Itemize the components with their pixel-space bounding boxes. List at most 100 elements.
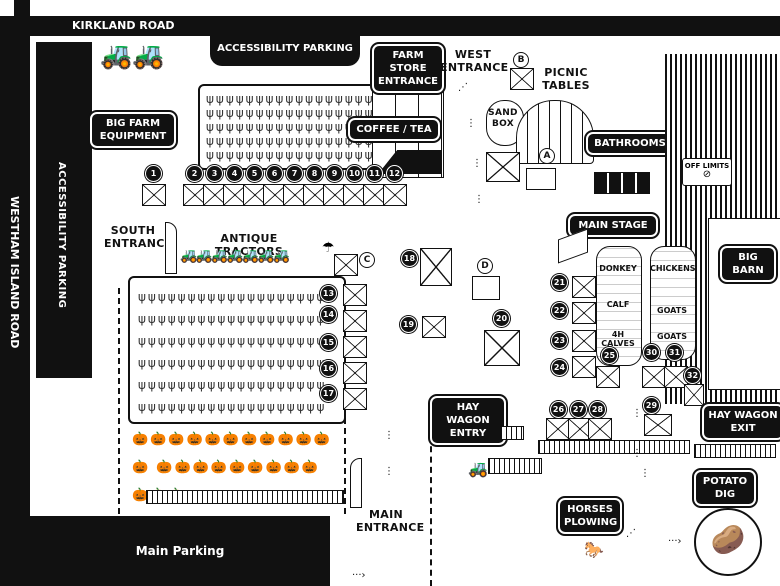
farm-store-entrance-callout: FARM STORE ENTRANCE — [372, 44, 444, 93]
station-23[interactable]: 23 — [551, 332, 568, 349]
tent-13 — [343, 284, 367, 306]
station-2[interactable]: 2 — [186, 165, 203, 182]
tent-17 — [343, 388, 367, 410]
tent-19 — [422, 316, 446, 338]
umbrella-c: ☂ — [322, 240, 335, 256]
tent-20 — [484, 330, 520, 366]
tent-15 — [343, 336, 367, 358]
tent-23 — [572, 330, 596, 352]
hay-bales-row — [538, 440, 690, 454]
off-limits-sign: OFF LIMITS ⊘ — [682, 158, 732, 186]
station-28[interactable]: 28 — [589, 401, 606, 418]
tent-28 — [588, 418, 612, 440]
station-4[interactable]: 4 — [226, 165, 243, 182]
station-9[interactable]: 9 — [326, 165, 343, 182]
station-7[interactable]: 7 — [286, 165, 303, 182]
station-24[interactable]: 24 — [551, 359, 568, 376]
accessibility-parking-left: ACCESSIBILITY PARKING — [36, 42, 92, 378]
station-3[interactable]: 3 — [206, 165, 223, 182]
arrow-exit-2: ⋮ — [632, 448, 642, 459]
arrow-horse-2: ···› — [668, 536, 682, 547]
station-19[interactable]: 19 — [400, 316, 417, 333]
station-14[interactable]: 14 — [320, 306, 337, 323]
tent-5 — [243, 184, 267, 206]
tent-b — [510, 68, 534, 90]
station-31[interactable]: 31 — [666, 344, 683, 361]
pen-goats2-label: GOATS — [657, 332, 687, 341]
tent-25 — [596, 366, 620, 388]
station-25[interactable]: 25 — [601, 347, 618, 364]
big-farm-equipment-callout: BIG FARM EQUIPMENT — [90, 112, 176, 148]
tent-12 — [383, 184, 407, 206]
station-22[interactable]: 22 — [551, 302, 568, 319]
coffee-tea-callout: COFFEE / TEA — [348, 118, 440, 141]
tractor-icon: 🚜🚜 — [100, 41, 165, 71]
station-16[interactable]: 16 — [320, 360, 337, 377]
arrow-exit-1: ⋮ — [632, 408, 642, 419]
station-26[interactable]: 26 — [550, 401, 567, 418]
food-truck-d — [472, 276, 500, 300]
bathroom-stalls — [594, 172, 650, 194]
off-limits-label: OFF LIMITS — [684, 162, 730, 170]
arrow-main-2: ⋮ — [384, 466, 394, 477]
pen-goats1-label: GOATS — [657, 306, 687, 315]
station-21[interactable]: 21 — [551, 274, 568, 291]
big-barn — [708, 218, 780, 390]
station-20[interactable]: 20 — [493, 310, 510, 327]
corn-rows: ψψψψψψψψψψψψψψψψψ ψψψψψψψψψψψψψψψψψ ψψψψ… — [206, 92, 374, 162]
pen-donkey-calf — [596, 246, 642, 366]
antique-tractors-icon: 🚜🚜🚜🚜🚜🚜🚜 — [180, 248, 290, 264]
tent-18 — [420, 248, 452, 286]
main-entrance-label: MAIN ENTRANCE — [356, 508, 425, 534]
kirkland-road-label: KIRKLAND ROAD — [72, 19, 175, 32]
tent-16 — [343, 362, 367, 384]
crop-rows-large: ψψψψψψψψψψψψψψψψψψψ ψψψψψψψψψψψψψψψψψψψ … — [138, 290, 327, 414]
tent-c — [334, 254, 358, 276]
tent-29 — [644, 414, 672, 436]
station-13[interactable]: 13 — [320, 285, 337, 302]
potato-dig-area: 🥔 — [694, 508, 762, 576]
arrow-main-1: ⋮ — [384, 430, 394, 441]
station-10[interactable]: 10 — [346, 165, 363, 182]
main-stage — [558, 228, 588, 264]
westham-island-road: WESTHAM ISLAND ROAD — [0, 16, 30, 586]
main-stage-callout: MAIN STAGE — [568, 214, 658, 237]
station-8[interactable]: 8 — [306, 165, 323, 182]
station-5[interactable]: 5 — [246, 165, 263, 182]
marker-c: C — [359, 252, 375, 268]
arrow-main-3: ···› — [352, 570, 366, 581]
station-6[interactable]: 6 — [266, 165, 283, 182]
west-entrance-label: WEST ENTRANCE — [440, 48, 509, 74]
station-30[interactable]: 30 — [643, 344, 660, 361]
pen-calves-label: 4H CALVES — [601, 330, 635, 348]
big-barn-callout: BIG BARN — [720, 246, 776, 282]
station-12[interactable]: 12 — [386, 165, 403, 182]
station-32[interactable]: 32 — [684, 367, 701, 384]
station-17[interactable]: 17 — [320, 385, 337, 402]
horse-icon: 🐎 — [584, 540, 604, 559]
kirkland-road-stub — [14, 0, 30, 20]
main-parking-label: Main Parking — [135, 544, 225, 558]
antique-tractors-label: ANTIQUE TRACTORS — [214, 232, 284, 258]
pen-donkey-label: DONKEY — [599, 264, 637, 273]
main-parking: Main Parking — [30, 516, 330, 586]
arrow-west-1: ⋰ — [458, 82, 468, 93]
station-1[interactable]: 1 — [145, 165, 162, 182]
hay-bales-entry — [500, 426, 524, 440]
station-29[interactable]: 29 — [643, 397, 660, 414]
station-15[interactable]: 15 — [320, 334, 337, 351]
hay-bales-exit — [694, 444, 776, 458]
station-11[interactable]: 11 — [366, 165, 383, 182]
station-27[interactable]: 27 — [570, 401, 587, 418]
station-18[interactable]: 18 — [401, 250, 418, 267]
no-entry-icon: ⊘ — [702, 169, 712, 180]
bathrooms-callout: BATHROOMS — [586, 132, 674, 155]
sandbox-label: SAND BOX — [488, 108, 518, 129]
pumpkin-patch: 🎃🎃🎃🎃🎃🎃🎃🎃🎃🎃🎃🎃 🎃🎃🎃🎃🎃🎃🎃🎃🎃🎃🎃🎃 — [132, 432, 333, 503]
tent-8 — [303, 184, 327, 206]
tent-32 — [684, 384, 704, 406]
westham-island-road-label: WESTHAM ISLAND ROAD — [8, 196, 21, 349]
hay-wagon-entry-callout: HAY WAGON ENTRY — [430, 396, 506, 445]
south-entrance-label: SOUTH ENTRANCE — [104, 224, 173, 250]
